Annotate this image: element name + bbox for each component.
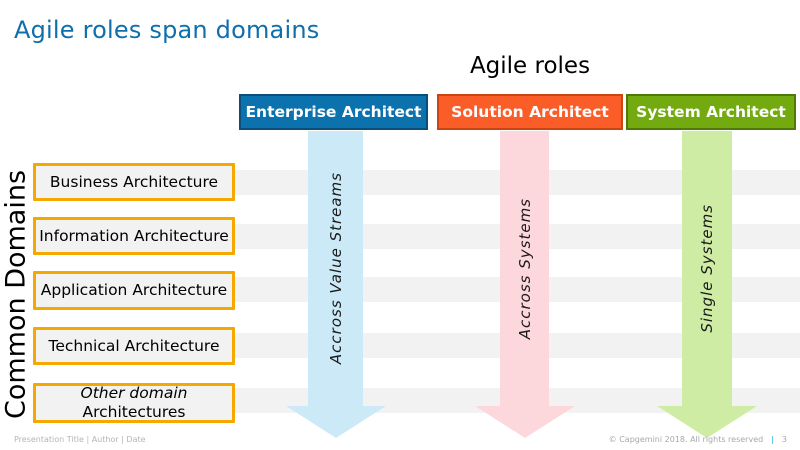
role-header-label: Enterprise Architect: [245, 103, 422, 121]
arrow-bar: Accross Value Streams: [308, 131, 363, 406]
domain-box-label: Other domain: [80, 384, 188, 403]
footer-separator: |: [771, 435, 774, 444]
arrow-single-systems: Single Systems: [657, 131, 757, 438]
arrow-head-icon: [285, 406, 386, 438]
arrow-head-icon: [657, 406, 757, 438]
domain-box-technical-architecture: Technical Architecture: [33, 327, 235, 365]
arrow-label: Accross Value Streams: [326, 172, 345, 365]
footer-copyright: © Capgemini 2018. All rights reserved: [608, 435, 764, 444]
domain-box-label: Business Architecture: [49, 172, 219, 191]
domain-box-label: Information Architecture: [39, 226, 229, 245]
footer-page-number: 3: [781, 435, 787, 444]
arrow-label: Single Systems: [698, 204, 716, 333]
domain-box-information-architecture: Information Architecture: [33, 217, 235, 255]
arrow-across-systems: Accross Systems: [474, 131, 575, 438]
agile-roles-heading: Agile roles: [469, 53, 591, 79]
role-header-enterprise-architect: Enterprise Architect: [239, 94, 428, 130]
role-header-label: Solution Architect: [451, 103, 609, 121]
role-header-label: System Architect: [636, 103, 786, 121]
role-header-solution-architect: Solution Architect: [437, 94, 623, 130]
footer-copyright-area: © Capgemini 2018. All rights reserved | …: [609, 435, 787, 444]
role-header-system-architect: System Architect: [626, 94, 796, 130]
domain-box-other-architectures: Other domain Architectures: [33, 383, 235, 423]
arrow-bar: Single Systems: [682, 131, 732, 406]
arrow-bar: Accross Systems: [500, 131, 549, 406]
arrow-label: Accross Systems: [515, 197, 534, 340]
slide-title: Agile roles span domains: [14, 16, 320, 44]
common-domains-heading: Common Domains: [0, 169, 32, 419]
domain-box-business-architecture: Business Architecture: [33, 163, 235, 201]
domain-box-application-architecture: Application Architecture: [33, 271, 235, 310]
footer-presentation-info: Presentation Title | Author | Date: [14, 435, 146, 444]
arrow-head-icon: [474, 406, 575, 438]
domain-box-label: Application Architecture: [40, 281, 228, 300]
domain-box-label-line2: Architectures: [82, 403, 186, 421]
domain-box-label: Technical Architecture: [48, 336, 220, 355]
arrow-across-value-streams: Accross Value Streams: [285, 131, 386, 438]
